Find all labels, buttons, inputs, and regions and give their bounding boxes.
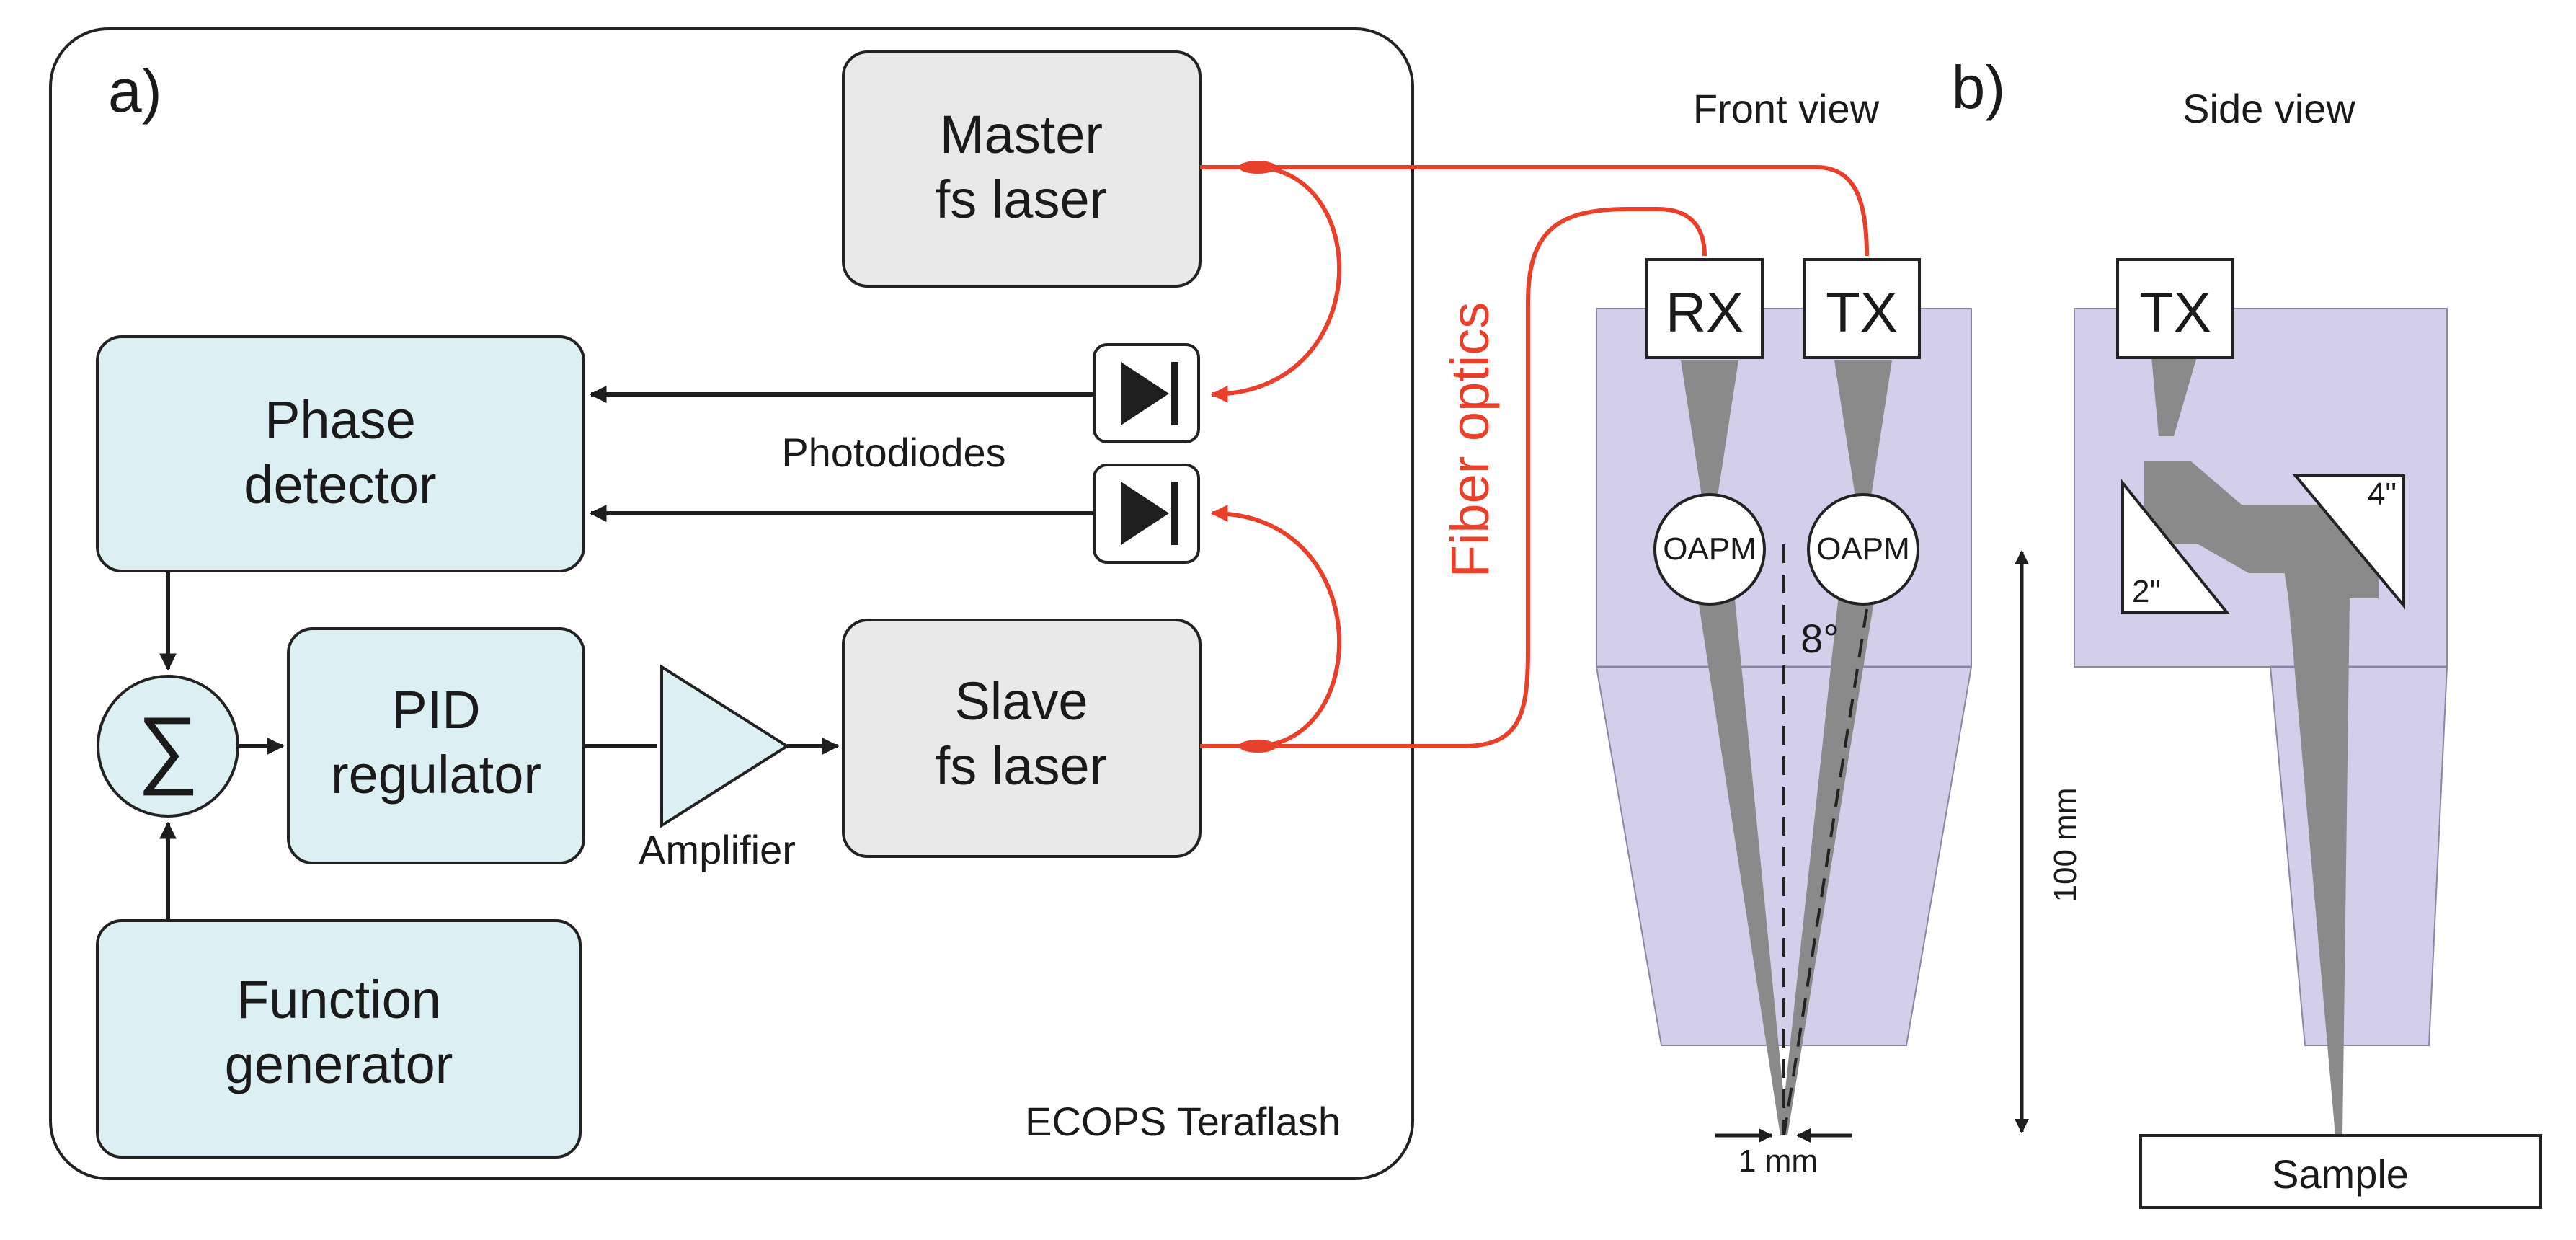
sample-label: Sample: [2272, 1151, 2409, 1197]
function-generator-box: Function generator: [96, 919, 582, 1159]
master-laser-line2: fs laser: [936, 169, 1108, 229]
photodiodes-label: Photodiodes: [781, 430, 1005, 475]
summer-node: ∑: [97, 675, 239, 818]
front-view-title: Front view: [1693, 86, 1880, 131]
oapm-left-label: OAPM: [1663, 531, 1756, 567]
side-view-title: Side view: [2182, 86, 2355, 131]
mirror-large-label: 4": [2368, 477, 2397, 512]
fiber-lines: Fiber optics: [1200, 161, 1869, 753]
slave-laser-line2: fs laser: [936, 736, 1108, 796]
amplifier-label: Amplifier: [639, 827, 796, 872]
function-generator-line1: Function: [236, 970, 441, 1029]
spot-size-label: 1 mm: [1738, 1143, 1818, 1179]
panel-b: b) Front view OAPM OAPM 8° RX: [1595, 53, 2542, 1209]
mirror-small-label: 2": [2132, 574, 2161, 609]
pid-regulator-line1: PID: [391, 680, 480, 740]
summer-symbol: ∑: [137, 699, 199, 796]
fiber-optics-label: Fiber optics: [1440, 302, 1500, 577]
slave-laser-line1: Slave: [954, 671, 1088, 731]
master-laser-box: Master fs laser: [842, 50, 1202, 288]
panel-b-label: b): [1952, 53, 2006, 121]
slave-laser-box: Slave fs laser: [842, 619, 1202, 858]
front-view: Front view OAPM OAPM 8° RX TX: [1595, 86, 1973, 1179]
phase-detector-box: Phase detector: [96, 335, 585, 572]
photodiode-top: [1093, 343, 1200, 443]
side-view: Side view 2" 4" TX Sample: [2074, 86, 2542, 1209]
pid-regulator-line2: regulator: [331, 745, 541, 805]
scale-label: 100 mm: [2048, 788, 2083, 903]
scale-bar: 100 mm: [2015, 550, 2083, 1133]
photodiode-bottom: [1093, 464, 1200, 564]
phase-detector-line1: Phase: [265, 390, 416, 450]
master-laser-line1: Master: [940, 105, 1103, 164]
pid-regulator-box: PID regulator: [287, 627, 585, 864]
panel-a-label: a): [108, 57, 162, 125]
tx-side-label: TX: [2139, 280, 2211, 344]
angle-label: 8°: [1800, 616, 1839, 661]
signal-lines: [159, 386, 1094, 921]
phase-detector-line2: detector: [244, 455, 436, 515]
oapm-right-label: OAPM: [1816, 531, 1910, 567]
tx-front-label: TX: [1826, 280, 1898, 344]
panel-a: a) ECOPS Teraflash Master fs laser Phase…: [49, 27, 1869, 1180]
function-generator-line2: generator: [225, 1035, 453, 1094]
amplifier: Amplifier: [639, 664, 796, 872]
enclosure-footer-label: ECOPS Teraflash: [1025, 1099, 1341, 1144]
rx-label: RX: [1666, 280, 1744, 344]
ecops-enclosure: [49, 27, 1414, 1180]
